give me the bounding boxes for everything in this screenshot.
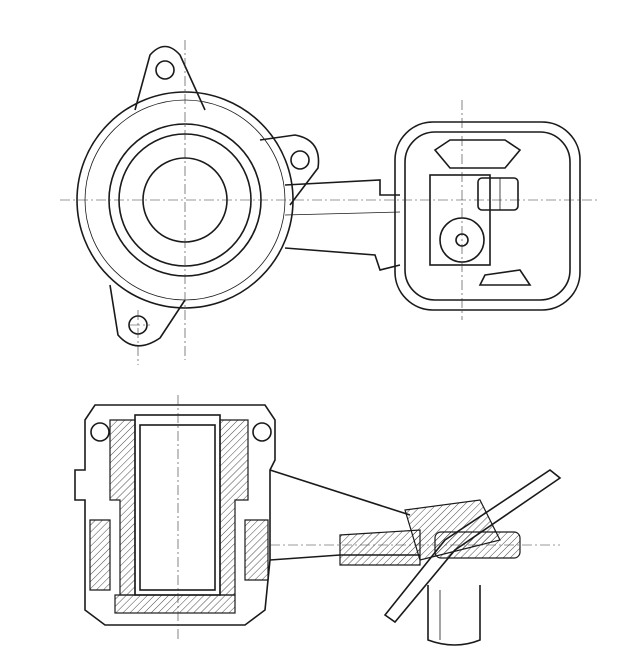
top-lug-hole: [155, 60, 175, 80]
connector-housing: [394, 121, 581, 311]
housing-section: [74, 404, 276, 626]
top-view: [60, 40, 600, 365]
seal-right: [252, 422, 272, 442]
outlet-tube: [427, 585, 481, 646]
retaining-clip: [383, 469, 562, 624]
housing-outer: [76, 91, 294, 309]
hydraulic-pipe: [284, 179, 401, 271]
right-mounting-lug: [259, 134, 320, 206]
right-lug-hole: [290, 150, 310, 170]
connector-nipple: [477, 177, 519, 211]
bottom-mounting-lug: [109, 284, 186, 347]
guide-sleeve: [134, 414, 221, 596]
section-view: [74, 395, 562, 646]
seal-left: [90, 422, 110, 442]
top-mounting-lug: [134, 45, 206, 111]
bearing-ring: [108, 123, 262, 277]
